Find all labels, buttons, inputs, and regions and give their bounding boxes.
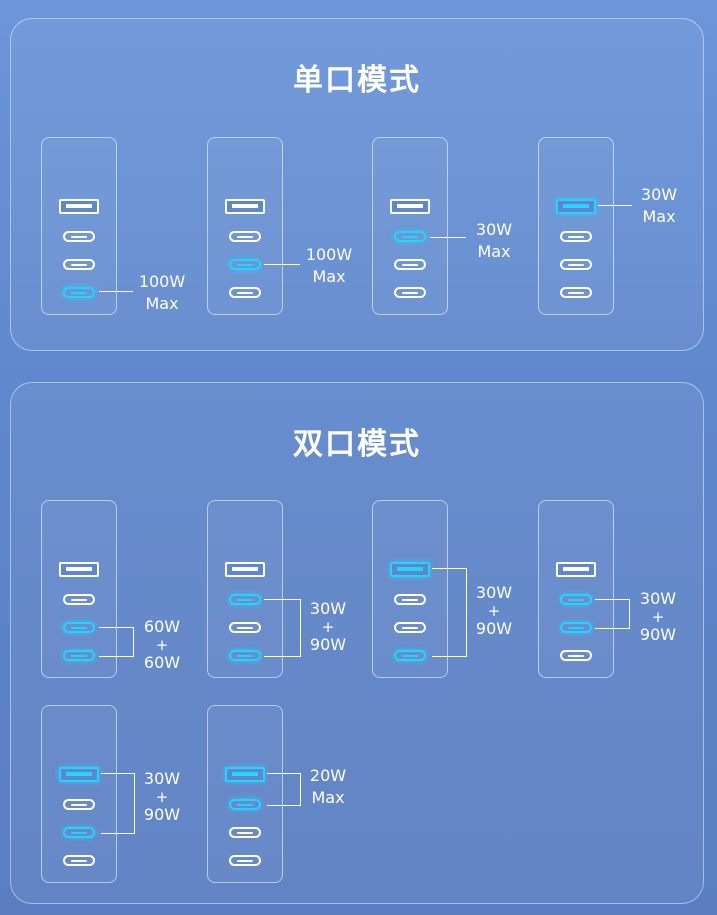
charger-icon (207, 500, 283, 678)
usb-a-port-icon (390, 199, 430, 214)
connector-bracket (595, 599, 630, 629)
charger-icon (41, 705, 117, 883)
usb-c-port-icon (560, 259, 592, 270)
usb-a-port-icon (225, 199, 265, 214)
usb-c-port-icon (229, 799, 261, 810)
connector-bracket (264, 599, 301, 657)
charger-icon (41, 137, 117, 315)
usb-a-port-icon (556, 562, 596, 577)
usb-c-port-icon (229, 231, 261, 242)
power-label: 30W+90W (309, 599, 347, 654)
connector-line (430, 237, 466, 238)
usb-a-port-icon (390, 562, 430, 577)
power-label: 30W+90W (143, 769, 181, 824)
usb-c-port-icon (394, 650, 426, 661)
charger-icon (207, 705, 283, 883)
usb-c-port-icon (63, 855, 95, 866)
charger-icon (372, 137, 448, 315)
usb-c-port-icon (63, 287, 95, 298)
usb-c-port-icon (560, 231, 592, 242)
usb-c-port-icon (63, 259, 95, 270)
usb-c-port-icon (63, 594, 95, 605)
usb-c-port-icon (229, 622, 261, 633)
power-label: 30W+90W (475, 583, 513, 638)
usb-a-port-icon (59, 767, 99, 782)
usb-c-port-icon (229, 827, 261, 838)
usb-a-port-icon (225, 562, 265, 577)
usb-c-port-icon (229, 287, 261, 298)
usb-c-port-icon (394, 231, 426, 242)
usb-a-port-icon (59, 199, 99, 214)
usb-c-port-icon (63, 231, 95, 242)
power-label: 60W+60W (143, 617, 181, 672)
usb-c-port-icon (63, 827, 95, 838)
connector-bracket (267, 773, 301, 806)
usb-c-port-icon (560, 622, 592, 633)
usb-c-port-icon (560, 594, 592, 605)
connector-bracket (101, 773, 135, 834)
usb-a-port-icon (556, 199, 596, 214)
usb-c-port-icon (63, 650, 95, 661)
usb-c-port-icon (229, 650, 261, 661)
charger-icon (372, 500, 448, 678)
connector-line (598, 205, 632, 206)
connector-bracket (432, 568, 467, 657)
usb-c-port-icon (63, 799, 95, 810)
single-port-mode-title: 单口模式 (293, 63, 421, 98)
charger-icon (538, 137, 614, 315)
usb-c-port-icon (63, 622, 95, 633)
usb-c-port-icon (229, 594, 261, 605)
power-label: 30W+90W (639, 589, 677, 644)
single-port-mode-panel: 单口模式 (10, 18, 704, 351)
usb-c-port-icon (394, 259, 426, 270)
connector-bracket (99, 627, 134, 657)
connector-line (99, 291, 133, 292)
usb-c-port-icon (229, 855, 261, 866)
charger-icon (207, 137, 283, 315)
usb-c-port-icon (560, 650, 592, 661)
charger-icon (41, 500, 117, 678)
usb-c-port-icon (229, 259, 261, 270)
usb-a-port-icon (59, 562, 99, 577)
dual-port-mode-title: 双口模式 (293, 427, 421, 462)
usb-c-port-icon (560, 287, 592, 298)
usb-c-port-icon (394, 594, 426, 605)
dual-port-mode-panel: 双口模式 (10, 382, 704, 904)
charger-icon (538, 500, 614, 678)
connector-line (264, 264, 300, 265)
usb-c-port-icon (394, 622, 426, 633)
usb-c-port-icon (394, 287, 426, 298)
usb-a-port-icon (225, 767, 265, 782)
